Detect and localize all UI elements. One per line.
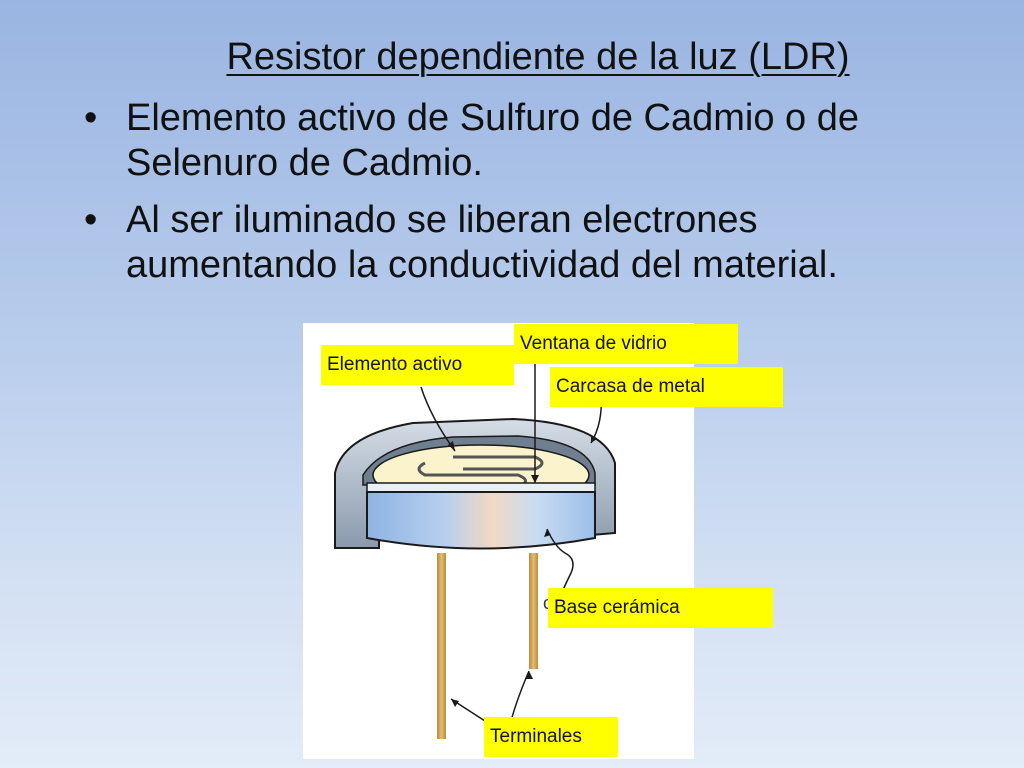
bullet-text: Al ser iluminado se liberan electrones a… xyxy=(126,199,838,286)
glass-window xyxy=(366,482,596,493)
leader-base-ceramica xyxy=(546,528,574,609)
terminal-lead-left xyxy=(437,553,446,739)
label-terminales: Terminales xyxy=(484,717,618,757)
ldr-illustration: c xyxy=(334,363,616,739)
ldr-diagram: c Elemento activo Ventana de vidrio Carc… xyxy=(303,323,783,759)
bullet-list: • Elemento activo de Sulfuro de Cadmio o… xyxy=(84,96,964,300)
label-elemento-activo: Elemento activo xyxy=(321,345,514,385)
bullet-item: • Elemento activo de Sulfuro de Cadmio o… xyxy=(84,96,964,186)
ceramic-base xyxy=(366,491,596,550)
bullet-item: • Al ser iluminado se liberan electrones… xyxy=(84,198,964,288)
label-base-ceramica: Base cerámica xyxy=(548,588,773,628)
bullet-text: Elemento activo de Sulfuro de Cadmio o d… xyxy=(126,97,859,184)
svg-text:c: c xyxy=(543,593,552,613)
label-ventana-vidrio: Ventana de vidrio xyxy=(514,324,738,364)
slide-title: Resistor dependiente de la luz (LDR) xyxy=(226,36,850,78)
terminal-lead-right xyxy=(529,553,538,669)
label-carcasa-metal: Carcasa de metal xyxy=(550,367,783,407)
bullet-dot: • xyxy=(84,97,98,139)
bullet-dot: • xyxy=(84,199,98,241)
